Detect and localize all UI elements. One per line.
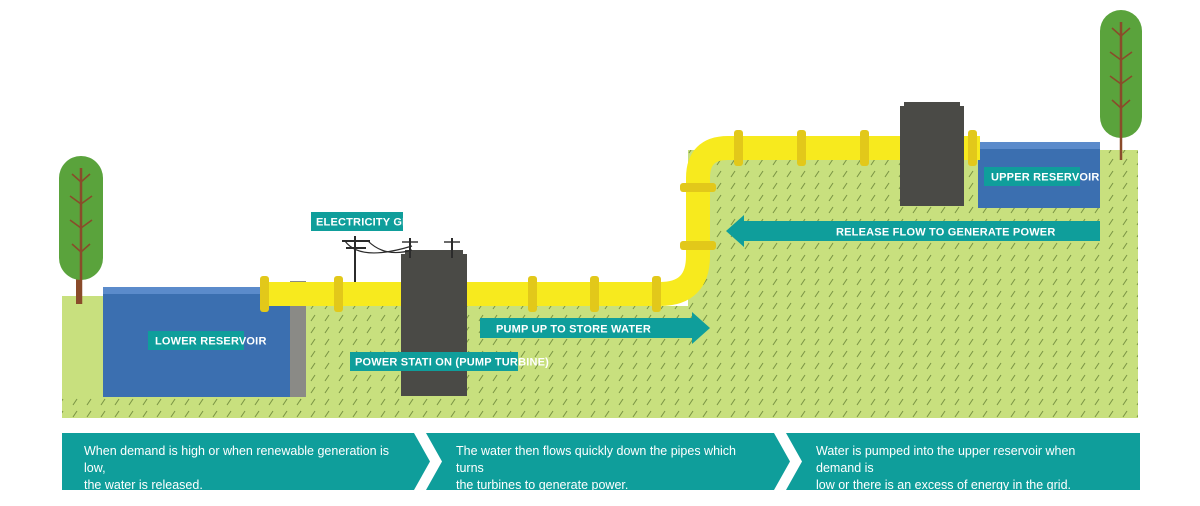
- step-release-line-1: When demand is high or when renewable ge…: [84, 444, 390, 475]
- ground-texture: [300, 150, 1138, 418]
- power-station-building: [401, 254, 467, 396]
- penstock-pipe: [262, 136, 980, 306]
- pipe-joints: [260, 130, 977, 312]
- step-pump-line-2: low or there is an excess of energy in t…: [816, 478, 1071, 492]
- pipe-joint: [590, 276, 599, 312]
- upper-reservoir-tag: [984, 167, 1080, 186]
- pipe-joint: [652, 276, 661, 312]
- pipe-joint: [334, 276, 343, 312]
- lower-reservoir-tag: [148, 331, 244, 350]
- pipe-joint: [680, 183, 716, 192]
- step-generate-line-1: The water then flows quickly down the pi…: [456, 444, 737, 475]
- power-station-label: POWER STATI ON (PUMP TURBINE): [355, 357, 549, 369]
- pipe-joint: [860, 130, 869, 166]
- pipe-joint: [528, 276, 537, 312]
- upper-intake-building: [900, 106, 964, 206]
- pump-up-arrow: PUMP UP TO STORE WATER: [480, 312, 710, 344]
- pipe-joint: [260, 276, 269, 312]
- lower-reservoir-surface: [103, 287, 290, 294]
- release-flow-label: RELEASE FLOW TO GENERATE POWER: [836, 227, 1056, 239]
- step-generate-line-2: the turbines to generate power.: [456, 478, 629, 492]
- pipe-joint: [734, 130, 743, 166]
- step-pump-line-1: Water is pumped into the upper reservoir…: [816, 444, 1076, 475]
- step-release: When demand is high or when renewable ge…: [62, 433, 430, 490]
- tree-icon: [1100, 10, 1142, 160]
- release-flow-arrow: RELEASE FLOW TO GENERATE POWER: [726, 215, 1100, 247]
- process-steps: When demand is high or when renewable ge…: [62, 433, 1140, 490]
- lower-reservoir-label: LOWER RESERVOIR: [155, 336, 267, 348]
- power-station-roof: [405, 250, 463, 256]
- tree-icon: [59, 156, 103, 304]
- dam-wall: [290, 281, 306, 397]
- electricity-grid-label: ELECTRICITY GRID: [316, 217, 422, 229]
- power-pole-icon: [342, 236, 460, 282]
- ground-texture-bottom: [62, 398, 302, 418]
- pipe-joint: [968, 130, 977, 166]
- power-station-tag: [350, 352, 518, 371]
- electricity-grid-tag: [311, 212, 403, 231]
- upper-reservoir-label: UPPER RESERVOIR: [991, 172, 1100, 184]
- step-pump: Water is pumped into the upper reservoir…: [786, 433, 1140, 490]
- upper-intake-roof: [904, 102, 960, 108]
- pump-up-label: PUMP UP TO STORE WATER: [496, 324, 651, 336]
- step-release-line-2: the water is released.: [84, 478, 203, 492]
- pipe-joint: [680, 241, 716, 250]
- upper-reservoir-surface: [978, 142, 1100, 149]
- step-generate: The water then flows quickly down the pi…: [426, 433, 790, 490]
- pipe-joint: [797, 130, 806, 166]
